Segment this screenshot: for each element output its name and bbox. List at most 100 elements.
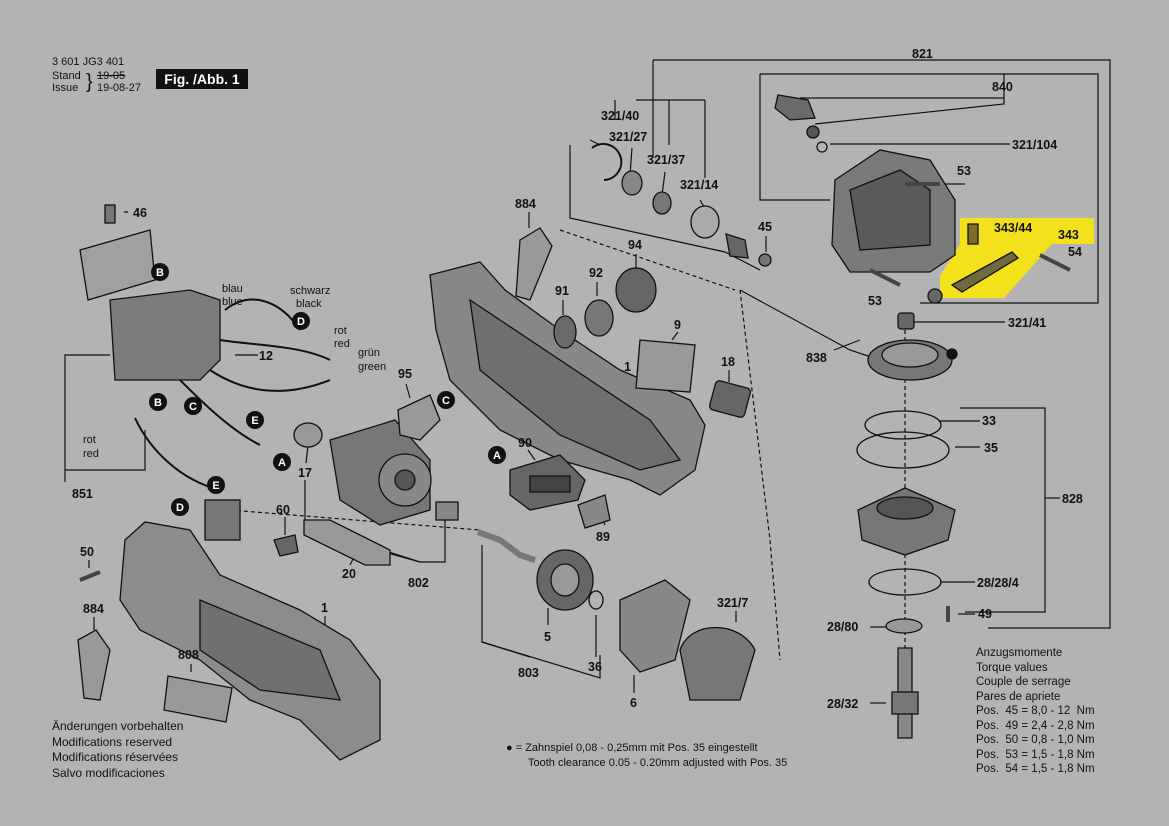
label-884-bottom: 884 [83,602,104,616]
svg-text:C: C [442,395,450,407]
connector-b-2: B [149,393,167,411]
label-50: 50 [80,545,94,559]
part-labels: 821 840 321/104 53 343/44 343 54 53 321/… [72,47,1083,711]
label-17: 17 [298,466,312,480]
wire-label-green: green [358,361,386,373]
label-343: 343 [1058,228,1079,242]
label-45: 45 [758,220,772,234]
brace-icon: } [86,71,93,93]
stand-date: 19-05 [97,70,126,82]
wire-labels: blau blue schwarz black rot red grün gre… [83,283,386,460]
wire-label-gruen: grün [358,347,380,359]
connector-e-1: E [246,411,264,429]
label-343-44: 343/44 [994,221,1032,235]
wire-label-red-1: red [334,338,350,350]
tooth-clearance-note: ● = Zahnspiel 0,08 - 0,25mm mit Pos. 35 … [506,741,787,771]
torque-title-fr: Couple de serrage [976,676,1071,688]
torque-row: Pos. 53 = 1,5 - 1,8 Nm [976,748,1095,761]
label-851: 851 [72,487,93,501]
label-884-top: 884 [515,197,536,211]
label-808: 808 [178,648,199,662]
label-49: 49 [978,607,992,621]
parts-art [77,94,1071,761]
label-94: 94 [628,238,642,252]
torque-title-de: Anzugsmomente [976,647,1063,659]
note-de: Änderungen vorbehalten [52,719,184,733]
leader-lines [64,59,1111,704]
connector-c-1: C [184,397,202,415]
wire-label-black: black [296,298,322,310]
doc-number: 3 601 JG3 401 [52,56,125,68]
label-28-80: 28/80 [827,620,858,634]
label-1-bottom: 1 [321,601,328,615]
connector-a-2: A [488,446,506,464]
label-33: 33 [982,414,996,428]
label-28-32: 28/32 [827,697,858,711]
label-35: 35 [984,441,998,455]
label-840: 840 [992,80,1013,94]
label-18: 18 [721,355,735,369]
label-60: 60 [276,503,290,517]
label-321-27: 321/27 [609,130,647,144]
label-53-bottom: 53 [868,294,882,308]
label-321-41: 321/41 [1008,316,1046,330]
wire-label-schwarz: schwarz [290,285,330,297]
label-321-40: 321/40 [601,109,639,123]
label-6: 6 [630,696,637,710]
wire-label-rot-2: rot [83,434,96,446]
label-802: 802 [408,576,429,590]
label-12: 12 [259,349,273,363]
label-5: 5 [544,630,551,644]
label-95: 95 [398,367,412,381]
svg-text:D: D [297,316,305,328]
label-89: 89 [596,530,610,544]
tooth-marker: ● = [506,742,523,754]
connector-d-2: D [171,498,189,516]
label-46: 46 [133,206,147,220]
label-828: 828 [1062,492,1083,506]
note-es: Salvo modificaciones [52,765,165,780]
label-92: 92 [589,266,603,280]
label-821: 821 [912,47,933,61]
torque-row: Pos. 45 = 8,0 - 12 Nm [976,705,1095,717]
svg-text:A: A [278,457,286,469]
torque-title-en: Torque values [976,661,1048,674]
label-20: 20 [342,567,356,581]
label-321-104: 321/104 [1012,138,1057,152]
label-28-28-4: 28/28/4 [977,576,1019,590]
label-91: 91 [555,284,569,298]
label-53-top: 53 [957,164,971,178]
connector-a-1: A [273,453,291,471]
tooth-clearance-de: Zahnspiel 0,08 - 0,25mm mit Pos. 35 eing… [525,742,758,754]
connector-e-2: E [207,476,225,494]
svg-text:E: E [251,415,258,427]
svg-text:D: D [176,502,184,514]
issue-date: 19-08-27 [97,82,142,94]
label-803: 803 [518,666,539,680]
modification-notes: Änderungen vorbehalten Modifications res… [52,719,183,781]
label-36: 36 [588,660,602,674]
issue-label: Issue [52,82,79,94]
label-9: 9 [674,318,681,332]
note-fr: Modifications réservées [52,750,179,764]
svg-text:B: B [156,267,164,279]
label-838: 838 [806,351,827,365]
wire-label-red-2: red [83,448,99,460]
connector-c-2: C [437,391,455,409]
svg-text:A: A [493,450,501,462]
stand-label: Stand [52,70,81,82]
connectors: B B C C D D E E A A [149,263,506,516]
label-1-top: 1 [624,360,631,374]
torque-row: Pos. 50 = 0,8 - 1,0 Nm [976,734,1095,746]
torque-row: Pos. 54 = 1,5 - 1,8 Nm [976,763,1095,775]
label-321-7: 321/7 [717,596,748,610]
torque-values: Anzugsmomente Torque values Couple de se… [976,646,1095,777]
tooth-clearance-en: Tooth clearance 0.05 - 0.20mm adjusted w… [528,757,788,769]
label-90: 90 [518,436,532,450]
wire-label-blue: blue [222,296,243,308]
svg-text:E: E [212,480,219,492]
label-54: 54 [1068,245,1082,259]
wire-label-rot-1: rot [334,325,347,337]
